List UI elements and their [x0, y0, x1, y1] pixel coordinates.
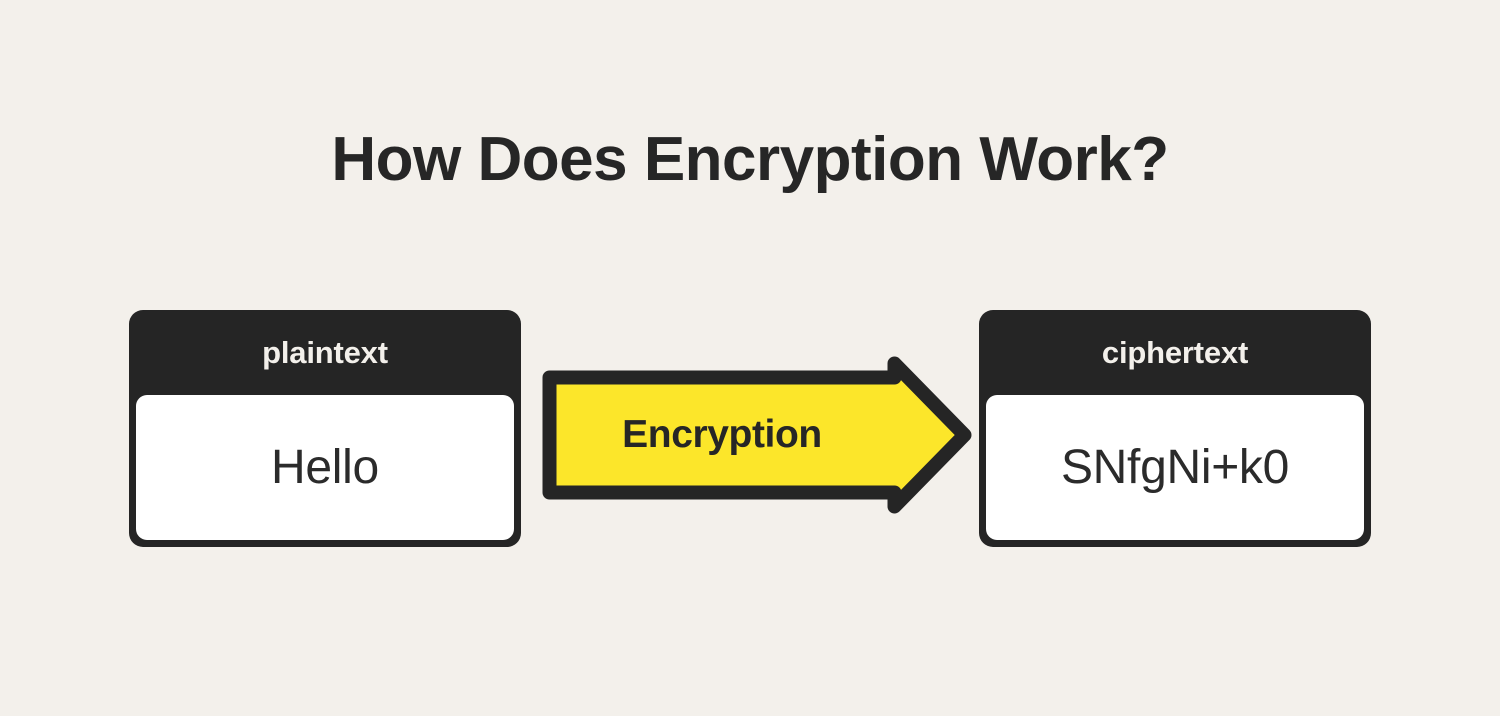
plaintext-card: plaintext Hello [129, 310, 521, 547]
ciphertext-card: ciphertext SNfgNi+k0 [979, 310, 1371, 547]
plaintext-card-value: Hello [136, 395, 514, 540]
encryption-arrow: Encryption [540, 356, 972, 514]
arrow-right-icon [542, 356, 972, 514]
page-title: How Does Encryption Work? [331, 125, 1169, 194]
ciphertext-card-header: ciphertext [1101, 334, 1249, 370]
plaintext-card-header: plaintext [262, 334, 388, 370]
ciphertext-card-value: SNfgNi+k0 [986, 395, 1364, 540]
